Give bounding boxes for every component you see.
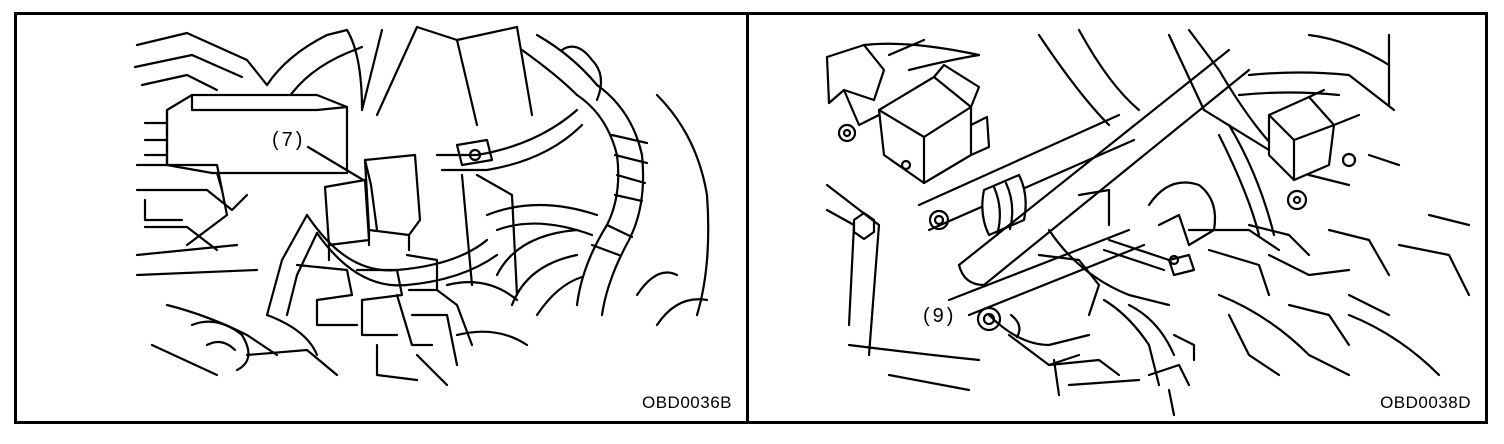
engine-bay-illustration-left	[133, 25, 710, 387]
figure-code-left: OBD0036B	[642, 393, 732, 412]
callout-label-9: (9)	[923, 305, 957, 327]
panel-divider	[746, 12, 749, 424]
left-figure-panel: (7) OBD0036B	[17, 15, 746, 421]
figure-frame	[14, 12, 1488, 424]
engine-bay-illustration-right	[825, 28, 1471, 417]
callout-label-7: (7)	[272, 129, 306, 151]
right-figure-panel: (9) OBD0038D	[749, 15, 1485, 421]
figure-code-right: OBD0038D	[1380, 393, 1471, 412]
